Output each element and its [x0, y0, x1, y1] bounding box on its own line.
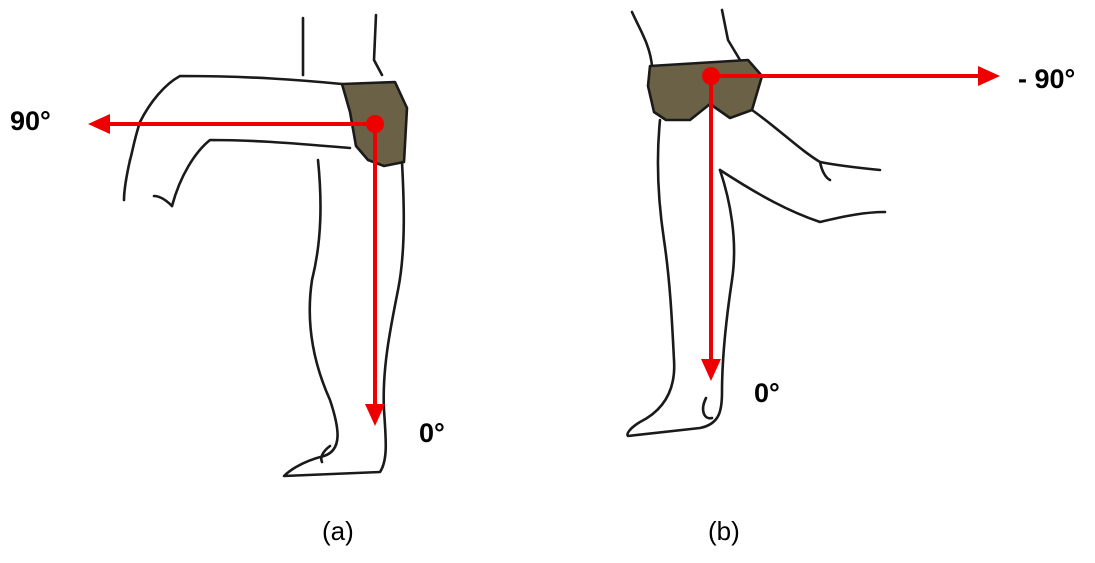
- panel-a-torso-line: [374, 15, 382, 75]
- panel-b-extended-thigh: [752, 110, 880, 170]
- panel-a-pivot-point: [366, 115, 384, 133]
- panel-a-caption: (a): [322, 518, 354, 544]
- panel-a-horizontal-angle-label: 90°: [10, 108, 51, 135]
- panel-b-horizontal-angle-label: - 90°: [1018, 66, 1075, 93]
- panel-b-figure: [628, 10, 886, 436]
- panel-b-torso-line: [722, 10, 740, 60]
- panel-b-vertical-arrowhead: [701, 359, 721, 381]
- panel-b-vertical-angle-label: 0°: [754, 380, 780, 407]
- panel-a-standing-leg: [284, 160, 404, 476]
- panel-a-vertical-arrowhead: [365, 404, 385, 426]
- panel-a-vertical-angle-label: 0°: [419, 420, 445, 447]
- panel-b-shorts: [648, 60, 762, 120]
- panel-a-shin: [124, 160, 130, 200]
- panel-a-arrows: [88, 114, 385, 426]
- panel-b-foot: [703, 398, 712, 418]
- panel-a-thigh: [172, 140, 350, 206]
- panel-b-torso-line: [632, 12, 652, 66]
- panel-b-horizontal-arrowhead: [978, 66, 1000, 86]
- panel-b-extended-thigh: [720, 170, 885, 222]
- panel-a-thigh: [130, 76, 342, 160]
- panel-a-figure: [124, 15, 407, 476]
- panel-b-standing-leg: [628, 120, 735, 436]
- panel-b-pivot-point: [702, 67, 720, 85]
- panel-b-caption: (b): [708, 518, 740, 544]
- panel-a-horizontal-arrowhead: [88, 114, 110, 134]
- panel-a-shin: [154, 196, 172, 206]
